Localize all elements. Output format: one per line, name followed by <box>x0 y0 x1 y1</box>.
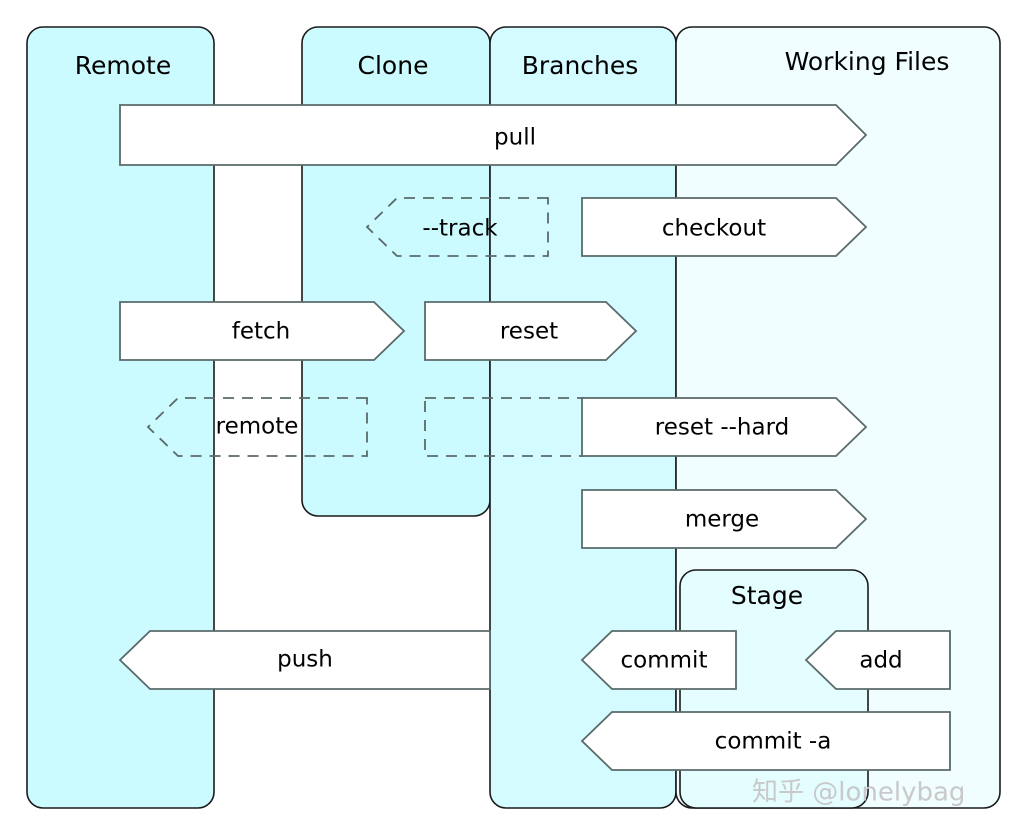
command-shape-remote-cmd[interactable] <box>146 397 368 457</box>
command-label-commit-a: commit -a <box>715 729 832 755</box>
command-label-reset-hard: reset --hard <box>655 415 790 441</box>
command-label-add: add <box>859 648 902 674</box>
lane-clone <box>301 26 491 517</box>
command-label-push: push <box>277 647 333 673</box>
command-shape-push[interactable] <box>118 630 491 690</box>
command-label-remote-cmd: remote <box>216 414 299 440</box>
lane-label-working-files: Working Files <box>785 47 950 76</box>
command-shape-add[interactable] <box>804 630 951 690</box>
lane-label-clone: Clone <box>358 51 429 80</box>
command-shape-reset[interactable] <box>424 301 638 361</box>
lane-label-remote: Remote <box>75 51 171 80</box>
watermark-attribution: 知乎 @lonelybag <box>752 778 965 808</box>
command-labels-layer: pull --track checkout fetch reset remote reset… <box>216 125 903 755</box>
lane-remote <box>26 26 215 809</box>
command-label-pull: pull <box>494 125 536 151</box>
command-shape-track[interactable] <box>365 197 549 257</box>
command-label-track: --track <box>422 216 498 242</box>
command-shape-checkout[interactable] <box>581 197 868 257</box>
command-label-merge: merge <box>685 507 759 533</box>
command-label-reset: reset <box>500 319 558 345</box>
command-label-commit: commit <box>621 648 708 674</box>
lane-label-branches: Branches <box>522 51 639 80</box>
command-label-checkout: checkout <box>662 216 766 242</box>
command-shape-merge[interactable] <box>581 489 868 549</box>
command-label-fetch: fetch <box>232 319 291 345</box>
command-shape-fetch[interactable] <box>119 301 406 361</box>
command-shape-reset-hard[interactable] <box>581 397 868 457</box>
command-shape-commit[interactable] <box>580 630 737 690</box>
command-shape-commit-a[interactable] <box>580 711 951 771</box>
command-shape-pull[interactable] <box>119 104 868 166</box>
lane-label-stage: Stage <box>731 581 803 610</box>
commands-layer <box>118 104 951 771</box>
